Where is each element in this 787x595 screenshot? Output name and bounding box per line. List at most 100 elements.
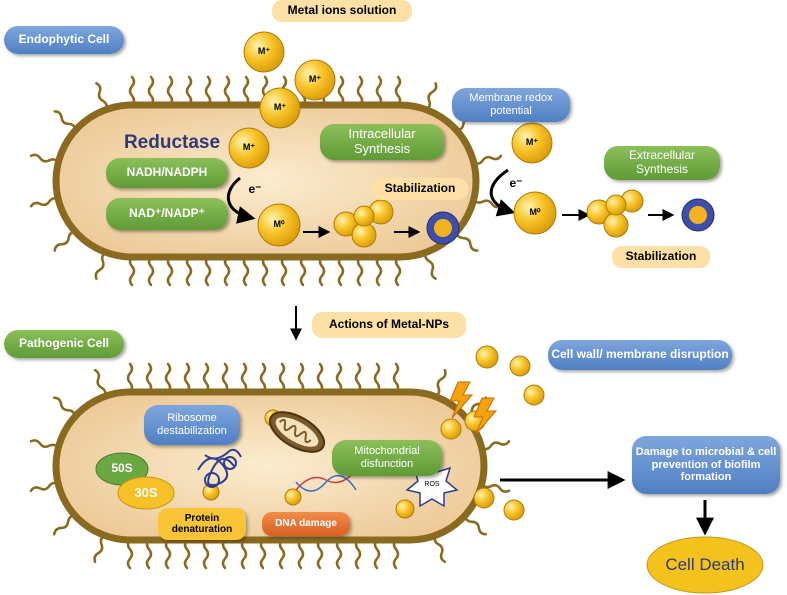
flagellum — [278, 538, 286, 570]
np-cluster-particle — [603, 212, 629, 238]
reductase-label: Reductase — [123, 132, 221, 154]
electron-label: e⁻ — [248, 182, 262, 196]
flagellum — [299, 255, 307, 287]
flagellum — [52, 396, 77, 418]
pathogenic-cell-label: Pathogenic Cell — [4, 330, 124, 358]
flagellum — [223, 75, 231, 107]
flagellum — [394, 255, 402, 287]
stabilization-intra-label: Stabilization — [372, 178, 468, 200]
ion-label-m-plus: M⁺ — [257, 46, 271, 56]
flagellum — [354, 362, 362, 394]
ion-label-m-zero: M⁰ — [529, 207, 541, 217]
ros-label: ROS — [424, 480, 440, 488]
nanoparticle — [473, 487, 495, 509]
ion-label-m-plus: M⁺ — [308, 74, 322, 84]
flagellum — [356, 75, 364, 107]
protein-icon — [197, 448, 242, 488]
dna-damage-label: DNA damage — [262, 512, 350, 536]
flagellum — [185, 255, 193, 287]
flagellum — [335, 362, 343, 394]
nad-nadp-label: NAD⁺/NADP⁺ — [106, 198, 228, 230]
endophytic-cell-label: Endophytic Cell — [4, 26, 124, 54]
cell-death-label: Cell Death — [665, 555, 745, 575]
nanoparticle — [395, 499, 415, 519]
stabilization-extra-label: Stabilization — [612, 246, 710, 268]
flagellum — [183, 538, 191, 570]
nanoparticle — [523, 384, 545, 406]
nanoparticle — [284, 488, 302, 506]
electron-label: e⁻ — [509, 176, 523, 190]
flagellum — [242, 255, 250, 287]
flagellum — [392, 538, 400, 570]
flagellum — [373, 362, 381, 394]
metal-zero-particle — [257, 203, 301, 247]
flagellum — [434, 368, 447, 398]
flagella-bottom — [29, 362, 511, 570]
flagellum — [373, 538, 381, 570]
flagellum — [166, 255, 174, 287]
electron-arrow-extra — [489, 168, 516, 217]
flagellum — [455, 230, 479, 252]
flagellum — [128, 255, 136, 287]
flagellum — [147, 255, 155, 287]
flagellum — [337, 255, 345, 287]
metal-zero-particle — [513, 191, 557, 235]
flagellum — [183, 362, 191, 394]
flagellum — [424, 251, 437, 280]
flagellum — [261, 255, 269, 287]
flagellum — [29, 197, 60, 208]
actions-label: Actions of Metal-NPs — [312, 312, 466, 338]
flagellum — [164, 362, 172, 394]
ion-label-m-zero: M⁰ — [273, 219, 285, 229]
nadh-nadph-label: NADH/NADPH — [106, 158, 228, 188]
nanoparticle — [509, 355, 531, 377]
flagellum — [93, 368, 107, 398]
ribosome-30s-label: 30S — [134, 484, 158, 500]
mitochondrion-icon — [268, 411, 326, 453]
flagellum — [29, 439, 60, 450]
ribosome-destabilization-label: Ribosome destabilization — [144, 405, 240, 445]
flagellum — [394, 75, 402, 107]
flagellum — [356, 255, 364, 287]
flagellum — [53, 230, 77, 252]
flagellum — [145, 538, 153, 570]
flagellum — [126, 538, 134, 570]
ion-label-m-plus: M⁺ — [525, 137, 539, 147]
protein-denaturation-label: Protein denaturation — [158, 508, 246, 540]
flagellum — [145, 362, 153, 394]
nanoparticle — [202, 483, 220, 501]
damage-biofilm-label: Damage to microbial & cell prevention of… — [632, 436, 780, 494]
flagellum — [185, 75, 193, 107]
flagellum — [433, 534, 447, 564]
flagellum — [126, 362, 134, 394]
flagellum — [337, 75, 345, 107]
flagellum — [202, 362, 210, 394]
flagellum — [53, 110, 77, 132]
flagellum — [95, 82, 108, 111]
flagellum — [240, 362, 248, 394]
lightning-icon — [473, 397, 498, 435]
metal-ion-particle — [511, 122, 553, 164]
flagellum — [480, 440, 511, 451]
flagellum — [204, 75, 212, 107]
extracellular-synthesis-label: Extracellular Synthesis — [604, 146, 720, 180]
metal-ion-particle — [294, 59, 336, 101]
intracellular-synthesis-label: Intracellular Synthesis — [320, 124, 444, 160]
np-cluster-particle — [353, 205, 375, 227]
flagellum — [297, 538, 305, 570]
flagellum — [202, 538, 210, 570]
flagellum — [424, 82, 438, 111]
flagellum — [240, 538, 248, 570]
lightning-icon — [449, 381, 474, 419]
stabilized-core — [434, 219, 452, 237]
flagellum — [318, 255, 326, 287]
flagellum — [335, 538, 343, 570]
flagellum — [375, 255, 383, 287]
ion-label-m-plus: M⁺ — [273, 102, 287, 112]
np-cluster-particle — [605, 194, 627, 216]
flagellum — [94, 251, 108, 280]
electron-arrow-intra — [226, 176, 256, 224]
nanoparticle — [440, 418, 462, 440]
mitochondrial-disfunction-label: Mitochondrial disfunction — [332, 440, 442, 476]
dna-icon — [295, 469, 357, 492]
